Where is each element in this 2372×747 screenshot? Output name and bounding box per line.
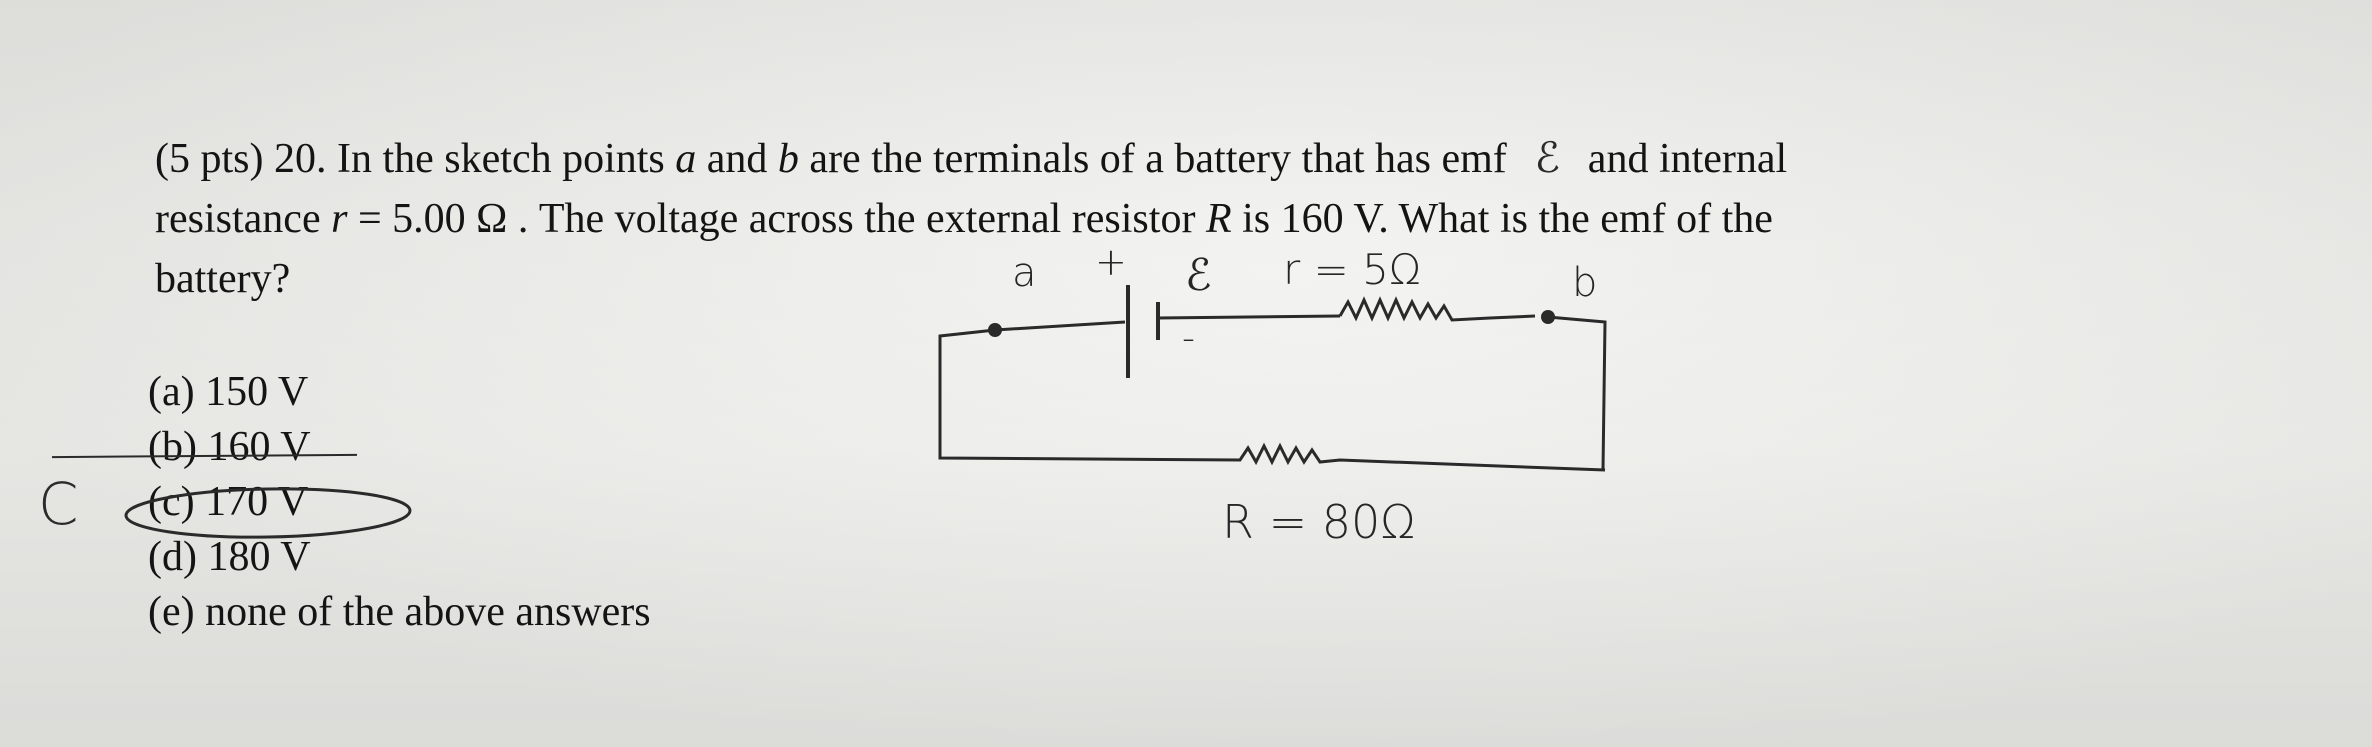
variable-r: r: [331, 196, 348, 242]
question-line-1: (5 pts) 20. In the sketch points a and b…: [155, 128, 2195, 189]
wire-to-battery: [994, 320, 1126, 332]
variable-a: a: [675, 136, 697, 182]
wire-left-top: [938, 328, 996, 454]
external-resistor-wire: [938, 442, 1606, 472]
sketch-label-emf: ℰ: [1185, 250, 1212, 301]
question-fragment: and: [696, 136, 778, 182]
wire-right: [1547, 315, 1607, 471]
terminal-a-dot: [988, 323, 1002, 337]
variable-b: b: [777, 136, 799, 182]
emf-symbol: ℰ: [1534, 133, 1561, 182]
question-text: (5 pts) 20. In the sketch points a and b…: [155, 128, 2195, 309]
question-fragment: (5 pts) 20. In the sketch points: [155, 136, 676, 182]
choice-d: (d) 180 V: [148, 534, 311, 580]
sketch-label-a: a: [1012, 250, 1037, 296]
question-fragment: are the terminals of a battery that has …: [798, 136, 1518, 182]
question-fragment: resistance: [155, 196, 332, 242]
sketch-label-plus: +: [1095, 240, 1127, 284]
question-line-3: battery?: [155, 256, 291, 302]
answer-choices: (a) 150 V (b) 160 V (c) 170 V (d) 180 V …: [148, 365, 651, 640]
question-line-2: resistance r = 5.00 Ω . The voltage acro…: [155, 189, 2195, 249]
answer-circle: [124, 487, 412, 539]
wire-battery-to-r: [1157, 314, 1341, 320]
choice-c: (c) 170 V: [148, 479, 309, 525]
question-fragment: and internal: [1577, 136, 1788, 182]
choice-e: (e) none of the above answers: [148, 589, 651, 635]
internal-resistor: [1338, 296, 1536, 322]
choice-a: (a) 150 V: [148, 369, 309, 415]
sketch-label-b: b: [1572, 260, 1598, 306]
choice-b: (b) 160 V: [148, 424, 311, 470]
variable-R: R: [1205, 196, 1232, 242]
handwritten-answer-mark: C: [38, 470, 79, 538]
question-fragment: is 160 V. What is the emf of the: [1231, 196, 1773, 242]
question-fragment: = 5.00 Ω . The voltage across the extern…: [347, 196, 1206, 242]
sketch-label-R: R = 80Ω: [1222, 495, 1416, 549]
sketch-label-minus: -: [1182, 318, 1195, 359]
sketch-label-r: r = 5Ω: [1283, 245, 1421, 294]
